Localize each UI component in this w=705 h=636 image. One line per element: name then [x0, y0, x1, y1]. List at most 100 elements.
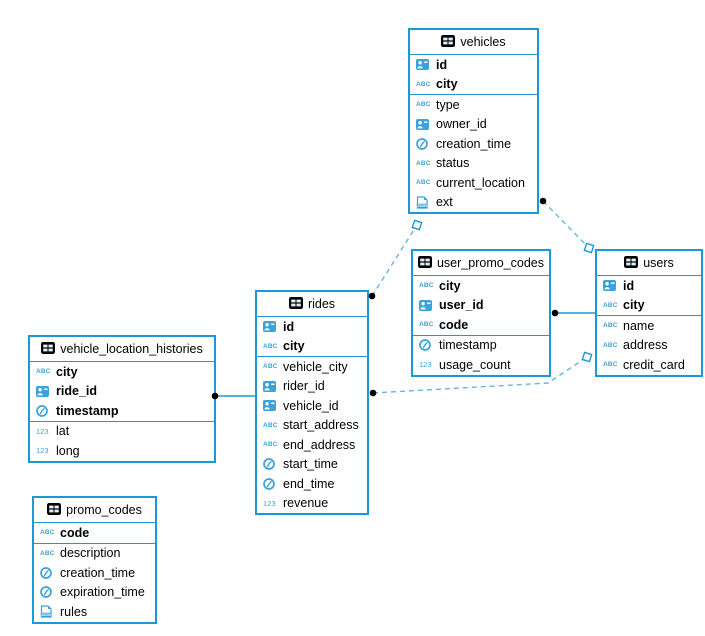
- json-label: JSON: [41, 613, 51, 617]
- column-row-start_time[interactable]: start_time: [257, 455, 367, 475]
- entity-header[interactable]: users: [597, 251, 701, 276]
- table-icon: [288, 296, 303, 312]
- 123-type-icon: 123: [419, 360, 436, 369]
- abc-label: ABC: [416, 101, 431, 109]
- entity-header[interactable]: vehicle_location_histories: [30, 337, 214, 362]
- id-badge-icon: [263, 400, 280, 412]
- abc-label: ABC: [40, 549, 55, 557]
- abc-type-icon: ABC: [40, 529, 57, 536]
- column-row-timestamp[interactable]: timestamp: [30, 401, 214, 421]
- relation-diamond-marker: [411, 219, 423, 231]
- column-row-timestamp[interactable]: timestamp: [413, 336, 549, 356]
- table-icon: [624, 255, 639, 271]
- column-name: code: [60, 525, 90, 540]
- id-badge-icon: [263, 380, 280, 392]
- column-row-id[interactable]: id: [410, 55, 537, 75]
- abc-type-icon: ABC: [419, 282, 436, 289]
- id-badge-icon: [263, 321, 280, 333]
- entity-header[interactable]: rides: [257, 292, 367, 317]
- entity-title: rides: [307, 297, 336, 311]
- column-row-id[interactable]: id: [597, 276, 701, 296]
- abc-label: ABC: [419, 321, 434, 329]
- abc-label: ABC: [416, 80, 431, 88]
- entity-header[interactable]: user_promo_codes: [413, 251, 549, 276]
- column-row-creation_time[interactable]: creation_time: [34, 563, 155, 583]
- abc-label: ABC: [263, 363, 278, 371]
- column-row-vehicle_id[interactable]: vehicle_id: [257, 396, 367, 416]
- column-row-rider_id[interactable]: rider_id: [257, 377, 367, 397]
- relation-dot-marker: [551, 309, 559, 317]
- id-badge-icon: [36, 385, 53, 397]
- column-name: city: [56, 364, 78, 379]
- clock-icon: [40, 586, 57, 599]
- column-row-vehicle_city[interactable]: ABC vehicle_city: [257, 357, 367, 377]
- column-row-creation_time[interactable]: creation_time: [410, 134, 537, 154]
- column-row-id[interactable]: id: [257, 317, 367, 337]
- column-name: vehicle_id: [283, 398, 339, 413]
- 123-type-icon: 123: [36, 446, 53, 455]
- column-name: expiration_time: [60, 585, 145, 600]
- entity-header[interactable]: vehicles: [410, 30, 537, 55]
- json-label: JSON: [417, 204, 427, 208]
- column-name: id: [283, 319, 295, 334]
- abc-type-icon: ABC: [603, 302, 620, 309]
- column-name: timestamp: [439, 338, 497, 353]
- clock-icon: [416, 137, 433, 150]
- column-row-user_id[interactable]: user_id: [413, 296, 549, 316]
- abc-type-icon: ABC: [263, 422, 280, 429]
- column-name: lat: [56, 424, 70, 439]
- relation-vehicles-users[interactable]: [542, 200, 590, 249]
- abc-type-icon: ABC: [36, 368, 53, 375]
- column-name: credit_card: [623, 357, 685, 372]
- table-icon: [47, 502, 62, 518]
- abc-type-icon: ABC: [416, 160, 433, 167]
- column-name: revenue: [283, 496, 329, 511]
- column-name: vehicle_city: [283, 359, 348, 374]
- id-badge-icon: [416, 118, 433, 130]
- abc-type-icon: ABC: [603, 342, 620, 349]
- abc-label: ABC: [603, 301, 618, 309]
- json-type-icon: JSON: [40, 605, 57, 618]
- column-row-expiration_time[interactable]: expiration_time: [34, 583, 155, 603]
- column-name: usage_count: [439, 357, 511, 372]
- column-row-owner_id[interactable]: owner_id: [410, 115, 537, 135]
- table-icon: [41, 341, 56, 357]
- column-row-ride_id[interactable]: ride_id: [30, 382, 214, 402]
- clock-icon: [36, 404, 53, 417]
- entity-header[interactable]: promo_codes: [34, 498, 155, 523]
- abc-label: ABC: [36, 368, 51, 376]
- column-row-end_time[interactable]: end_time: [257, 474, 367, 494]
- column-name: end_time: [283, 476, 335, 491]
- column-name: description: [60, 546, 121, 561]
- column-row-description[interactable]: ABC description: [34, 544, 155, 564]
